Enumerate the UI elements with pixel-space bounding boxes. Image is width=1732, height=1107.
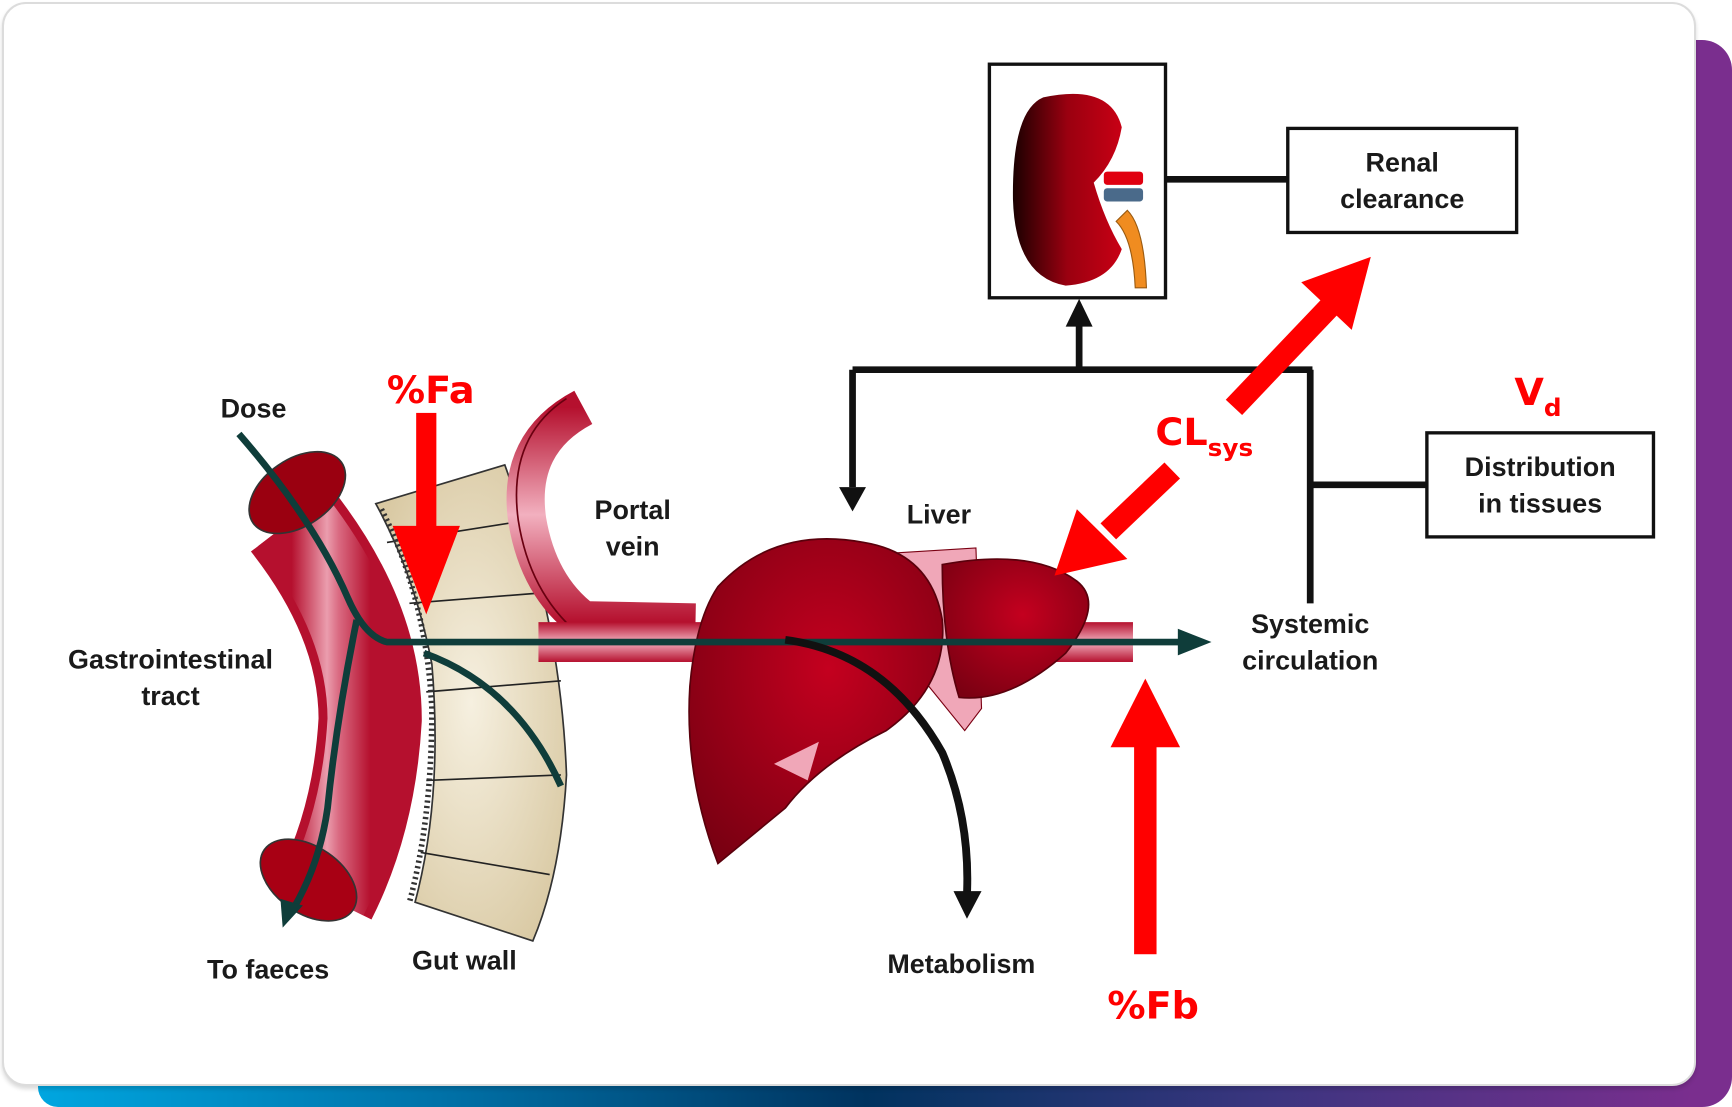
renal-clearance-label-1: Renal	[1366, 148, 1439, 178]
fb-arrow-shaft	[1134, 743, 1157, 955]
cl-sub: sys	[1208, 433, 1253, 462]
fa-arrow-head	[392, 525, 460, 615]
renal-clearance-label-2: clearance	[1340, 184, 1464, 214]
metabolism-arrow-head	[953, 891, 982, 919]
vd-sub: d	[1544, 393, 1562, 422]
arrow-down-to-liver	[839, 487, 866, 512]
distribution-box	[1425, 431, 1656, 539]
arrow-up-to-kidney	[1065, 298, 1093, 327]
cl-arrow-to-liver-head	[1054, 509, 1128, 576]
systemic-circulation-label-2: circulation	[1242, 646, 1378, 676]
fa-annotation: %Fa	[387, 368, 475, 412]
arrow-to-faeces	[280, 898, 303, 928]
distribution-label-2: in tissues	[1478, 489, 1602, 519]
vd-annotation: Vd	[1514, 370, 1561, 422]
portal-vein-label-2: vein	[606, 532, 660, 562]
dose-label: Dose	[221, 393, 287, 423]
arrow-to-systemic	[1177, 628, 1212, 656]
metabolism-arrow	[784, 636, 972, 895]
cl-arrow-to-renal-head	[1301, 256, 1371, 330]
metabolism-label: Metabolism	[887, 949, 1035, 979]
gi-tract-label-2: tract	[141, 681, 199, 711]
cl-arrow-to-renal-shaft	[1225, 291, 1346, 415]
distribution-label-1: Distribution	[1465, 452, 1616, 482]
vd-main: V	[1514, 370, 1544, 414]
cl-main: CL	[1155, 410, 1207, 454]
gut-wall-label: Gut wall	[412, 946, 517, 976]
renal-clearance-box	[1286, 126, 1519, 235]
circulation-connectors	[849, 321, 1427, 604]
kidney-icon	[1012, 93, 1148, 289]
systemic-circulation-label-1: Systemic	[1251, 609, 1369, 639]
portal-vein-label-1: Portal	[595, 495, 671, 525]
intestine-icon	[248, 450, 422, 922]
drug-flow-line	[236, 431, 1184, 910]
fb-annotation: %Fb	[1107, 984, 1199, 1028]
fb-arrow-head	[1110, 678, 1181, 748]
cl-sys-annotation: CLsys	[1155, 410, 1253, 462]
fa-arrow-shaft	[416, 412, 437, 530]
to-faeces-label: To faeces	[207, 955, 329, 985]
gi-tract-label-1: Gastrointestinal	[68, 645, 273, 675]
cl-arrow-to-liver-shaft	[1100, 462, 1181, 540]
liver-icon	[688, 538, 1090, 865]
liver-label: Liver	[907, 500, 971, 530]
